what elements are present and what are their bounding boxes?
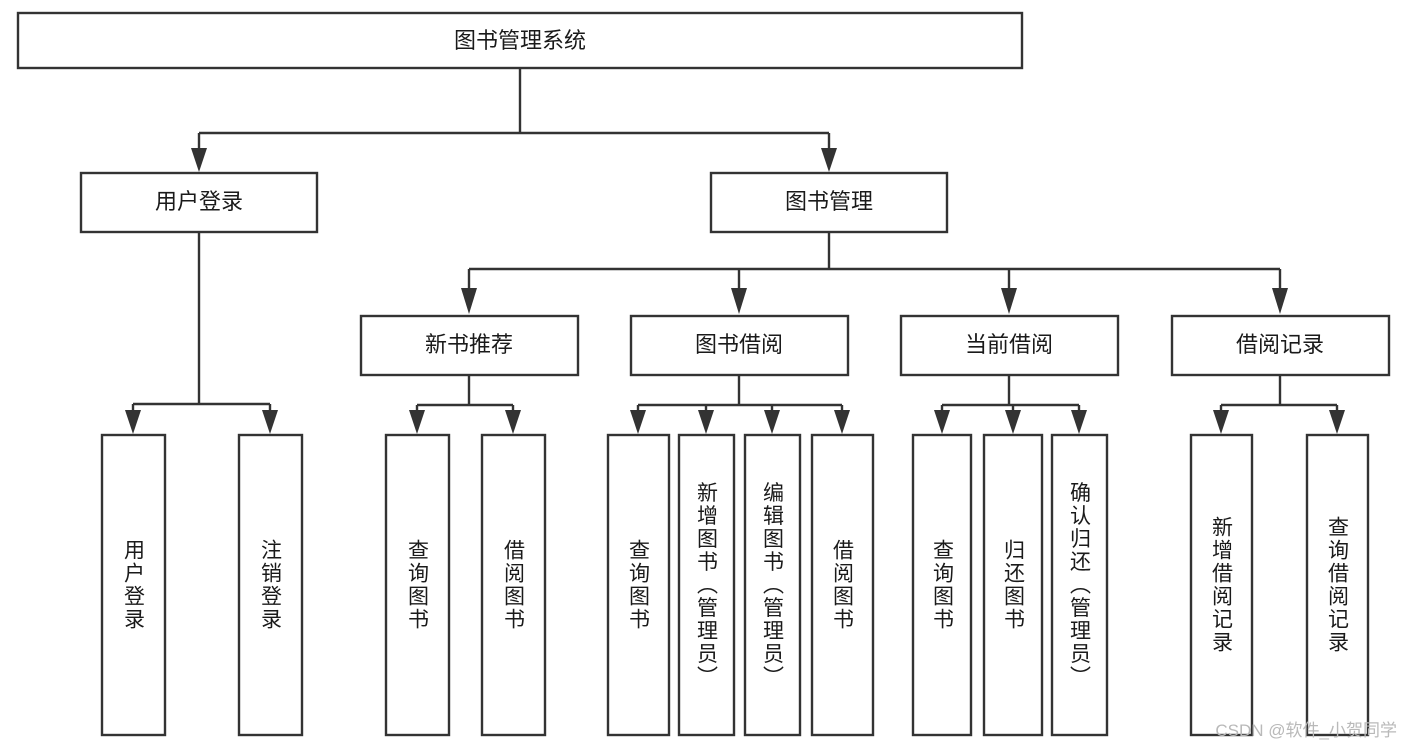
node-leaf-box[interactable] xyxy=(480,433,547,737)
arrow-borrow-leaf-1 xyxy=(630,410,646,434)
node-leaf-box[interactable] xyxy=(100,433,167,737)
node-root[interactable]: 图书管理系统 xyxy=(16,11,1024,70)
node-borrow-record-box[interactable] xyxy=(1170,314,1391,377)
node-book-management-box[interactable] xyxy=(709,171,949,234)
node-leaf-label: 查询图书 xyxy=(406,539,430,631)
node-leaf-label: 归还图书 xyxy=(1002,539,1026,631)
node-user-login[interactable]: 用户登录 xyxy=(79,171,319,234)
arrow-user-login-leaf-1 xyxy=(125,410,141,434)
arrow-to-borrow-record xyxy=(1272,288,1288,314)
node-leaf-box[interactable] xyxy=(1050,433,1109,737)
arrow-borrow-leaf-3 xyxy=(764,410,780,434)
node-leaf-label: 注销登录 xyxy=(259,539,283,631)
node-leaf-box[interactable] xyxy=(384,433,451,737)
node-leaf-label: 确认归还（管理员） xyxy=(1068,482,1092,689)
node-leaf-box[interactable] xyxy=(1189,433,1254,737)
node-leaf-recommend-query-book[interactable]: 查询图书 xyxy=(384,433,451,737)
node-book-management[interactable]: 图书管理 xyxy=(709,171,949,234)
node-user-login-box[interactable] xyxy=(79,171,319,234)
node-leaf-label: 借阅图书 xyxy=(502,539,526,631)
node-leaf-label: 新增借阅记录 xyxy=(1210,516,1234,654)
node-leaf-borrow-edit-book[interactable]: 编辑图书（管理员） xyxy=(743,433,802,737)
arrow-borrow-leaf-2 xyxy=(698,410,714,434)
node-leaf-label: 查询借阅记录 xyxy=(1326,516,1350,654)
node-borrow-record-label: 借阅记录 xyxy=(1236,332,1324,357)
arrow-root-to-book-mgmt xyxy=(821,148,837,172)
arrow-to-book-borrow xyxy=(731,288,747,314)
arrow-recommend-leaf-2 xyxy=(505,410,521,434)
node-new-book-recommend[interactable]: 新书推荐 xyxy=(359,314,580,377)
node-leaf-borrow-add-book[interactable]: 新增图书（管理员） xyxy=(677,433,736,737)
arrow-recommend-leaf-1 xyxy=(409,410,425,434)
node-leaf-label: 新增图书（管理员） xyxy=(695,482,719,689)
node-new-book-recommend-box[interactable] xyxy=(359,314,580,377)
node-leaf-label: 查询图书 xyxy=(627,539,651,631)
node-root-label: 图书管理系统 xyxy=(454,28,586,53)
node-current-borrow-label: 当前借阅 xyxy=(965,332,1053,357)
node-book-borrow[interactable]: 图书借阅 xyxy=(629,314,850,377)
node-leaf-current-query-book[interactable]: 查询图书 xyxy=(911,433,973,737)
arrow-current-leaf-3 xyxy=(1071,410,1087,434)
node-leaf-recommend-borrow-book[interactable]: 借阅图书 xyxy=(480,433,547,737)
node-leaf-current-confirm-return[interactable]: 确认归还（管理员） xyxy=(1050,433,1109,737)
node-book-borrow-label: 图书借阅 xyxy=(695,332,783,357)
node-book-borrow-box[interactable] xyxy=(629,314,850,377)
node-user-login-label: 用户登录 xyxy=(155,189,243,214)
node-current-borrow[interactable]: 当前借阅 xyxy=(899,314,1120,377)
node-leaf-label: 查询图书 xyxy=(931,539,955,631)
node-leaf-box[interactable] xyxy=(237,433,304,737)
arrow-record-leaf-1 xyxy=(1213,410,1229,434)
node-leaf-record-query[interactable]: 查询借阅记录 xyxy=(1305,433,1370,737)
arrow-current-leaf-1 xyxy=(934,410,950,434)
node-leaf-record-add[interactable]: 新增借阅记录 xyxy=(1189,433,1254,737)
node-leaf-user-login-1[interactable]: 用户登录 xyxy=(100,433,167,737)
node-leaf-box[interactable] xyxy=(911,433,973,737)
node-borrow-record[interactable]: 借阅记录 xyxy=(1170,314,1391,377)
arrow-record-leaf-2 xyxy=(1329,410,1345,434)
node-leaf-current-return-book[interactable]: 归还图书 xyxy=(982,433,1044,737)
node-root-box[interactable] xyxy=(16,11,1024,70)
node-leaf-box[interactable] xyxy=(677,433,736,737)
node-leaf-label: 编辑图书（管理员） xyxy=(761,482,785,689)
node-leaf-borrow-query-book[interactable]: 查询图书 xyxy=(606,433,671,737)
connector-layer xyxy=(125,68,1345,434)
node-leaf-user-logout[interactable]: 注销登录 xyxy=(237,433,304,737)
node-current-borrow-box[interactable] xyxy=(899,314,1120,377)
node-leaf-box[interactable] xyxy=(743,433,802,737)
arrow-to-current-borrow xyxy=(1001,288,1017,314)
arrow-root-to-user-login xyxy=(191,148,207,172)
arrow-borrow-leaf-4 xyxy=(834,410,850,434)
arrow-current-leaf-2 xyxy=(1005,410,1021,434)
arrow-user-login-leaf-2 xyxy=(262,410,278,434)
csdn-watermark: CSDN @软件_小贺同学 xyxy=(1215,721,1397,740)
node-leaf-box[interactable] xyxy=(810,433,875,737)
node-leaf-label: 借阅图书 xyxy=(831,539,855,631)
node-leaf-box[interactable] xyxy=(982,433,1044,737)
node-leaf-borrow-borrow-book[interactable]: 借阅图书 xyxy=(810,433,875,737)
node-new-book-recommend-label: 新书推荐 xyxy=(425,332,513,357)
node-book-management-label: 图书管理 xyxy=(785,189,873,214)
arrow-to-new-book-recommend xyxy=(461,288,477,314)
node-leaf-box[interactable] xyxy=(1305,433,1370,737)
node-leaf-box[interactable] xyxy=(606,433,671,737)
node-leaf-label: 用户登录 xyxy=(122,539,146,631)
